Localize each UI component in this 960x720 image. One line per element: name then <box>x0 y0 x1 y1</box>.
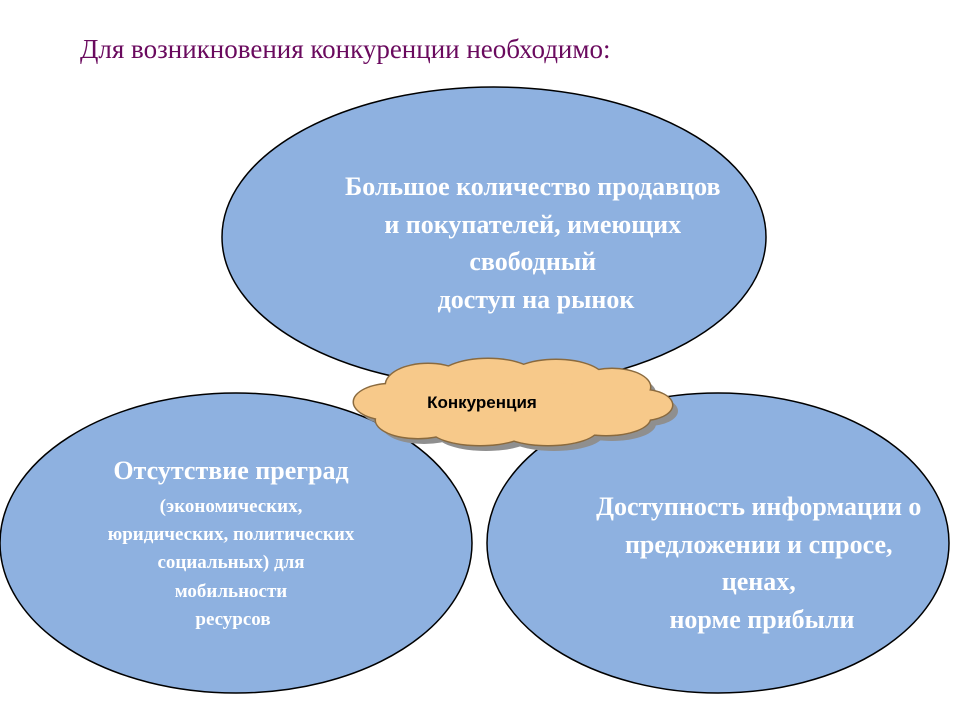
condition-line: норме прибыли <box>669 605 854 634</box>
condition-text: Отсутствие преград (экономических, юриди… <box>108 456 359 630</box>
condition-line: свободный <box>469 247 596 276</box>
condition-line: Отсутствие преград <box>113 456 348 485</box>
condition-text: Большое количество продавцов и покупател… <box>345 172 727 314</box>
condition-information-access: Доступность информации о предложении и с… <box>486 392 950 694</box>
condition-no-barriers: Отсутствие преград (экономических, юриди… <box>0 392 473 694</box>
condition-line: Большое количество продавцов <box>345 172 721 201</box>
condition-line: предложении и спросе, <box>625 530 893 559</box>
condition-line: Доступность информации о <box>596 492 921 521</box>
condition-sellers-buyers: Большое количество продавцов и покупател… <box>221 86 767 388</box>
condition-line: и покупателей, имеющих <box>384 210 681 239</box>
competition-cloud: Конкуренция <box>352 357 678 451</box>
condition-text: Доступность информации о предложении и с… <box>596 492 928 634</box>
page-title: Для возникновения конкуренции необходимо… <box>80 34 611 64</box>
condition-line: (экономических, <box>160 496 303 517</box>
condition-line: ресурсов <box>195 609 270 630</box>
condition-ellipse <box>486 392 950 694</box>
condition-ellipse <box>0 392 473 694</box>
condition-line: мобильности <box>175 581 288 602</box>
condition-line: социальных) для <box>157 552 304 573</box>
condition-line: ценах, <box>722 567 796 596</box>
condition-line: юридических, политических <box>108 524 355 545</box>
condition-line: доступ на рынок <box>438 285 635 314</box>
competition-label: Конкуренция <box>427 393 537 412</box>
